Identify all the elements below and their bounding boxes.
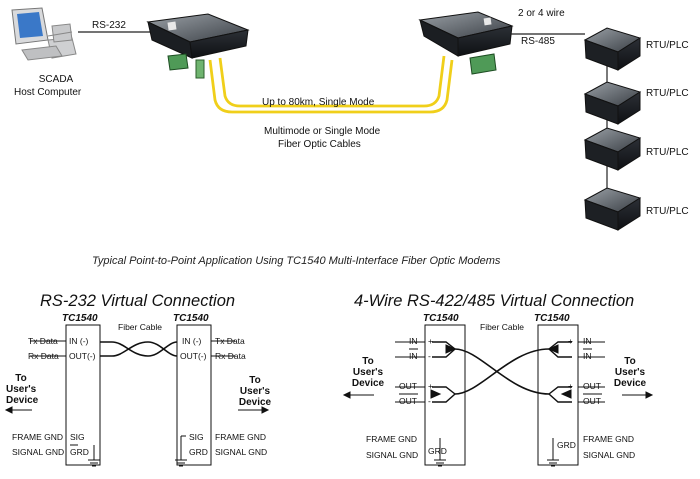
rs232-out-left: OUT(-) — [69, 351, 96, 361]
rtu-device-icon — [583, 81, 642, 125]
rs232-in-left: IN (-) — [69, 336, 89, 346]
rs485-grd-left: GRD — [428, 446, 447, 456]
rs232-frame-gnd-right: FRAME GND — [215, 432, 266, 442]
rs232-arrows — [4, 406, 270, 414]
fiber-type-label: Multimode or Single Mode — [264, 126, 381, 137]
rtu-device-icon — [583, 27, 642, 71]
rs232-tx-data-left: Tx Data — [28, 336, 58, 346]
scada-computer-icon — [11, 7, 77, 61]
rs232-modem-right-label: TC1540 — [173, 313, 209, 324]
rs232-sig-right: SIG — [189, 432, 204, 442]
rs232-grd-left: GRD — [70, 447, 89, 457]
rs485-modem-left-box — [424, 324, 466, 466]
rs232-rx-data-right: Rx Data — [215, 351, 246, 361]
rs232-modem-left-box — [65, 324, 101, 466]
rs485-frame-gnd-right: FRAME GND — [583, 434, 634, 444]
tc1540-modem-right-icon — [418, 11, 514, 75]
rs485-out-inverted-left: OUT — [399, 396, 417, 406]
rs485-plus: + — [568, 336, 573, 346]
rtu-label: RTU/PLC — [646, 40, 689, 51]
rs485-in-inverted-right: IN — [583, 351, 592, 361]
rs485-modem-left-label: TC1540 — [423, 313, 459, 324]
rs485-grd-right: GRD — [557, 440, 576, 450]
rs485-fiber-cable-label: Fiber Cable — [480, 322, 524, 332]
scada-label: SCADA — [38, 74, 74, 85]
rtu-device-icon — [583, 187, 642, 231]
rtu-label: RTU/PLC — [646, 206, 689, 217]
rtu-label: RTU/PLC — [646, 88, 689, 99]
fiber-cable — [208, 55, 454, 114]
host-computer-label: Host Computer — [14, 87, 82, 98]
rs232-signal-gnd-right: SIGNAL GND — [215, 447, 268, 457]
rtu-label: RTU/PLC — [646, 147, 689, 158]
rs485-minus: - — [428, 351, 431, 361]
rs232-modem-left-label: TC1540 — [62, 313, 98, 324]
tc1540-modem-left-icon — [146, 13, 250, 79]
rs232-sig-left: SIG — [70, 432, 85, 442]
rs485-plus: + — [568, 381, 573, 391]
rs485-title: 4-Wire RS-422/485 Virtual Connection — [354, 292, 635, 310]
rs485-minus: - — [568, 396, 571, 406]
fiber-cables-label: Fiber Optic Cables — [278, 139, 361, 150]
figure-caption: Typical Point-to-Point Application Using… — [92, 255, 501, 267]
rs232-out-right: OUT(-) — [180, 351, 207, 361]
rs232-modem-right-box — [176, 324, 212, 466]
rs232-fiber-cable-label: Fiber Cable — [118, 322, 162, 332]
rs232-frame-gnd-left: FRAME GND — [12, 432, 63, 442]
rtu-device-icon — [583, 127, 642, 171]
rs485-frame-gnd-left: FRAME GND — [366, 434, 417, 444]
rs232-link-label: RS-232 — [92, 20, 126, 31]
rs485-diagram — [395, 324, 605, 467]
overbars — [399, 348, 602, 395]
rs485-modem-right-box — [537, 324, 579, 466]
rs485-arrows — [342, 344, 654, 399]
rs485-plus: + — [428, 381, 433, 391]
rs485-minus: - — [428, 396, 431, 406]
rs232-title: RS-232 Virtual Connection — [40, 292, 236, 310]
rs485-out-inverted-right: OUT — [583, 396, 601, 406]
rs232-signal-gnd-left: SIGNAL GND — [12, 447, 65, 457]
rs485-plus: + — [428, 336, 433, 346]
rs485-signal-gnd-left: SIGNAL GND — [366, 450, 419, 460]
rs485-link-label: RS-485 — [521, 36, 555, 47]
rs485-in-right: IN — [583, 336, 592, 346]
rs485-modem-right-label: TC1540 — [534, 313, 570, 324]
rs485-in-inverted-left: IN — [409, 351, 418, 361]
rs232-in-right: IN (-) — [182, 336, 202, 346]
rs232-rx-data-left: Rx Data — [28, 351, 59, 361]
rs485-out-right: OUT — [583, 381, 601, 391]
wire-count-label: 2 or 4 wire — [518, 8, 565, 19]
distance-label: Up to 80km, Single Mode — [262, 97, 375, 108]
rs485-in-left: IN — [409, 336, 418, 346]
rs485-out-left: OUT — [399, 381, 417, 391]
rs485-minus: - — [568, 351, 571, 361]
rs232-diagram — [30, 324, 235, 467]
rs485-signal-gnd-right: SIGNAL GND — [583, 450, 636, 460]
rs232-tx-data-right: Tx Data — [215, 336, 245, 346]
rs232-grd-right: GRD — [189, 447, 208, 457]
